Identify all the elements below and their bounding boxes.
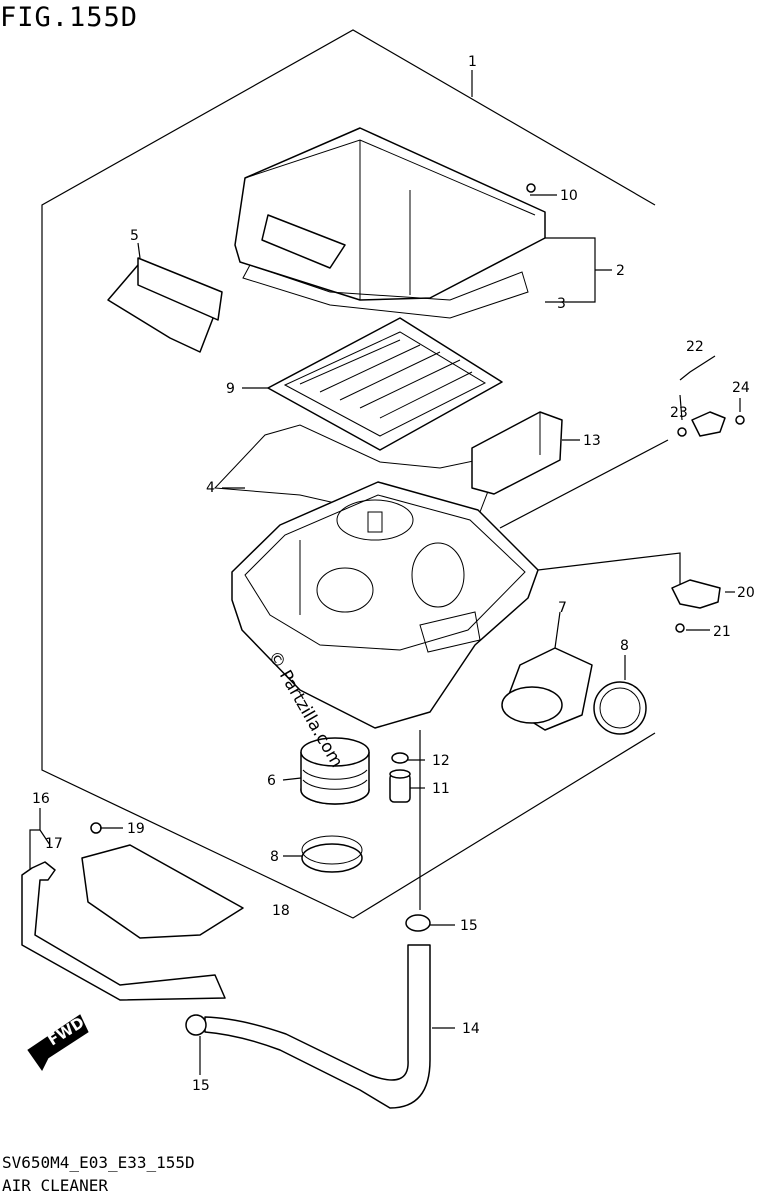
leader-lines xyxy=(29,70,741,1075)
callout-15b: 15 xyxy=(192,1078,210,1094)
callout-6: 6 xyxy=(267,773,276,789)
callout-13: 13 xyxy=(583,433,601,449)
hose-clip-top xyxy=(405,914,431,932)
callout-2: 2 xyxy=(616,263,625,279)
figure-name: AIR CLEANER xyxy=(2,1176,108,1195)
oring-23 xyxy=(677,427,687,437)
callout-23: 23 xyxy=(670,405,688,421)
screw-21 xyxy=(675,623,685,633)
callout-17: 17 xyxy=(45,836,63,852)
sensor-20 xyxy=(671,579,721,609)
callout-10: 10 xyxy=(560,188,578,204)
assembly-boundary xyxy=(41,29,656,919)
callout-22: 22 xyxy=(686,339,704,355)
breather-pipe xyxy=(21,861,226,1001)
figure-code: SV650M4_E03_E33_155D xyxy=(2,1153,195,1172)
clamp-right xyxy=(593,681,647,735)
intake-duct xyxy=(107,257,223,353)
callout-14: 14 xyxy=(462,1021,480,1037)
callout-labels: 1 2 3 4 5 6 7 8 8 9 10 11 12 13 14 15 15… xyxy=(32,54,755,1094)
callout-24: 24 xyxy=(732,380,750,396)
callout-15a: 15 xyxy=(460,918,478,934)
air-cleaner-cap xyxy=(234,127,546,301)
screw-19 xyxy=(90,822,102,834)
foam-pad xyxy=(471,411,563,495)
cap-gasket xyxy=(242,264,529,319)
drain-hose xyxy=(204,944,431,1109)
callout-12: 12 xyxy=(432,753,450,769)
filter-element xyxy=(267,317,503,451)
callout-11: 11 xyxy=(432,781,450,797)
callout-4: 4 xyxy=(206,480,215,496)
figure-title: FIG.155D xyxy=(0,2,139,33)
callout-18: 18 xyxy=(272,903,290,919)
sensor-22 xyxy=(691,411,726,437)
callout-16: 16 xyxy=(32,791,50,807)
outlet-duct xyxy=(501,647,593,731)
air-cleaner-case xyxy=(231,481,539,729)
callout-3: 3 xyxy=(557,296,566,312)
fwd-arrow: FWD xyxy=(27,1013,89,1071)
cover-plate xyxy=(81,844,244,939)
callout-8a: 8 xyxy=(620,638,629,654)
hose-clip-bottom xyxy=(185,1014,207,1036)
callout-1: 1 xyxy=(468,54,477,70)
callout-8b: 8 xyxy=(270,849,279,865)
clamp-left xyxy=(301,835,363,873)
callout-20: 20 xyxy=(737,585,755,601)
drain-clip xyxy=(391,752,409,764)
callout-19: 19 xyxy=(127,821,145,837)
fasteners xyxy=(90,183,745,834)
drain-plug xyxy=(389,769,411,803)
screw-24 xyxy=(735,415,745,425)
callout-9: 9 xyxy=(226,381,235,397)
callout-21: 21 xyxy=(713,624,731,640)
screw-10 xyxy=(526,183,536,193)
callout-5: 5 xyxy=(130,228,139,244)
callout-7: 7 xyxy=(558,600,567,616)
intake-boot xyxy=(300,737,370,805)
